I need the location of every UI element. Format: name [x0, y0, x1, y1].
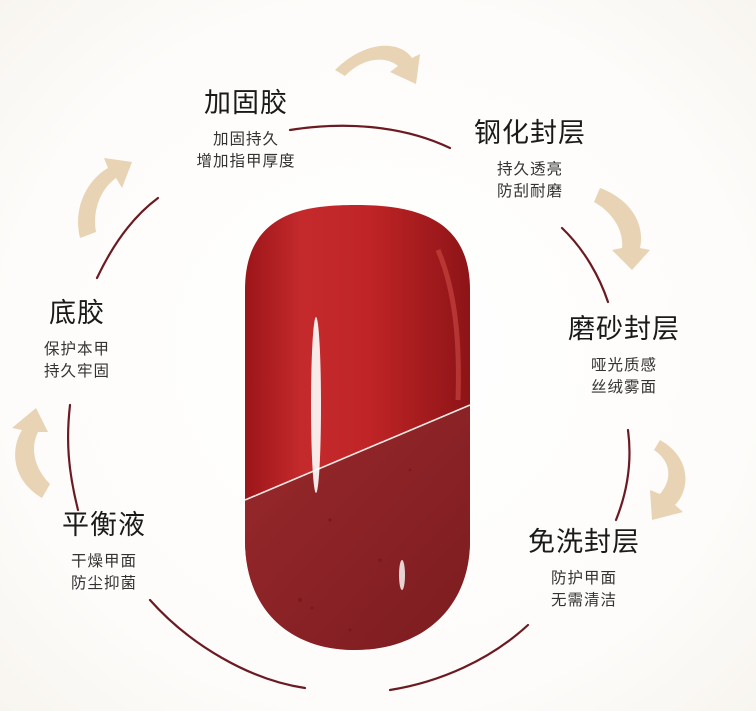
- step-desc-line: 无需清洁: [550, 591, 617, 610]
- step-desc-line: 丝绒雾面: [590, 378, 657, 397]
- step-desc-line: 持久透亮: [496, 160, 563, 179]
- arrow-left-upper-icon: [78, 158, 132, 238]
- step-desc-line: 防刮耐磨: [496, 182, 563, 201]
- ring-arc-right: [614, 428, 631, 522]
- ring-arc-bottom: [148, 598, 307, 690]
- step-desc-line: 保护本甲: [43, 340, 110, 359]
- step-title: 磨砂封层: [568, 314, 680, 345]
- step-desc-line: 持久牢固: [43, 362, 110, 381]
- ring-arc-upper-right: [560, 226, 610, 304]
- step-desc-line: 防尘抑菌: [70, 574, 137, 593]
- nail-illustration: [245, 205, 470, 650]
- ring-arc-lower-right: [388, 623, 530, 692]
- step-desc-line: 哑光质感: [590, 356, 657, 375]
- ring-arc-upper-left: [95, 196, 160, 280]
- step-no-wipe-topcoat: 免洗封层 防护甲面 无需清洁: [516, 527, 652, 611]
- step-title: 底胶: [49, 298, 105, 329]
- nail-highlight-small: [399, 560, 405, 590]
- step-desc-line: 防护甲面: [550, 569, 617, 588]
- step-title: 免洗封层: [528, 527, 640, 558]
- arrow-left-lower-icon: [12, 408, 50, 498]
- step-tempered-topcoat: 钢化封层 持久透亮 防刮耐磨: [462, 118, 598, 202]
- step-desc-line: 增加指甲厚度: [196, 152, 296, 171]
- step-desc-line: 加固持久: [212, 130, 279, 149]
- divider-line: [245, 404, 470, 501]
- flow-arrows: [12, 45, 686, 520]
- arrow-right-upper-icon: [594, 188, 650, 270]
- arrow-top-icon: [335, 45, 420, 84]
- step-title: 钢化封层: [474, 118, 586, 149]
- step-desc-line: 干燥甲面: [70, 552, 137, 571]
- step-title: 加固胶: [204, 88, 288, 119]
- nail-rim-shine: [435, 249, 461, 401]
- ring-arc-left: [67, 403, 80, 512]
- step-reinforce: 加固胶 加固持久 增加指甲厚度: [178, 88, 314, 172]
- step-ph-bonder: 平衡液 干燥甲面 防尘抑菌: [52, 510, 156, 594]
- arrow-right-lower-icon: [650, 440, 686, 520]
- step-base-coat: 底胶 保护本甲 持久牢固: [36, 298, 118, 382]
- ring-arcs: [67, 124, 631, 692]
- step-matte-topcoat: 磨砂封层 哑光质感 丝绒雾面: [556, 314, 692, 398]
- step-title: 平衡液: [62, 510, 146, 541]
- ring-arc-top: [288, 124, 452, 150]
- nail-highlight: [311, 317, 321, 493]
